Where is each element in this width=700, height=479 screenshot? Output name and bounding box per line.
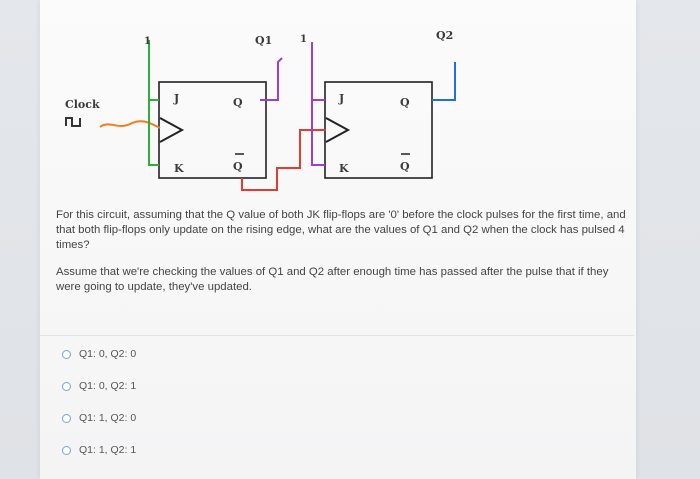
ff2-qbar-label: Q <box>400 160 410 173</box>
q1-output-wire <box>260 57 283 101</box>
question-paragraph-2: Assume that we're checking the values of… <box>56 266 609 293</box>
ff1-j-label: J <box>173 92 179 105</box>
q1-output-label: Q1 <box>255 34 272 47</box>
answer-option-label: Q1: 1, Q2: 1 <box>79 444 137 456</box>
clock-wire-orange <box>99 120 161 129</box>
input-label-1b: 1 <box>300 34 307 45</box>
ff1-qbar-label: Q <box>233 160 243 173</box>
answer-option[interactable]: Q1: 0, Q2: 0 <box>62 347 136 361</box>
answer-options: Q1: 0, Q2: 0 Q1: 0, Q2: 1 Q1: 1, Q2: 0 Q… <box>40 335 634 475</box>
answer-option[interactable]: Q1: 1, Q2: 0 <box>62 411 136 425</box>
ff1-q-label: Q <box>233 96 243 109</box>
answer-option-label: Q1: 0, Q2: 1 <box>79 380 137 392</box>
radio-button[interactable] <box>62 413 71 423</box>
question-paragraph-1: For this circuit, assuming that the Q va… <box>56 209 626 251</box>
question-card <box>40 0 636 479</box>
input-wire-purple <box>311 42 325 166</box>
answer-option[interactable]: Q1: 1, Q2: 1 <box>62 443 136 457</box>
input-wire-green <box>148 40 159 166</box>
clock-label: Clock <box>65 98 100 111</box>
answer-option[interactable]: Q1: 0, Q2: 1 <box>62 379 136 393</box>
q2-output-wire-blue <box>432 62 456 101</box>
radio-button[interactable] <box>62 381 71 391</box>
answer-option-label: Q1: 1, Q2: 0 <box>79 412 137 424</box>
radio-button[interactable] <box>62 445 71 455</box>
qbar1-to-clk2-wire-red <box>241 129 326 191</box>
flip-flop-1 <box>158 81 267 179</box>
ff1-k-label: K <box>174 162 184 175</box>
ff2-k-label: K <box>339 162 349 175</box>
clock-pulse-icon <box>65 117 81 127</box>
clock-input-triangle-2 <box>325 117 351 143</box>
question-text: For this circuit, assuming that the Q va… <box>56 208 626 307</box>
radio-button[interactable] <box>62 349 71 359</box>
q2-output-label: Q2 <box>436 29 453 42</box>
answer-option-label: Q1: 0, Q2: 0 <box>79 348 137 360</box>
circuit-diagram: Clock 1 1 Q1 Q2 J K Q Q J K Q Q <box>65 29 456 191</box>
ff2-q-label: Q <box>400 96 410 109</box>
input-label-1a: 1 <box>144 36 151 47</box>
clock-input-triangle-1 <box>159 117 185 143</box>
option-divider <box>40 335 634 336</box>
ff2-j-label: J <box>338 92 344 105</box>
